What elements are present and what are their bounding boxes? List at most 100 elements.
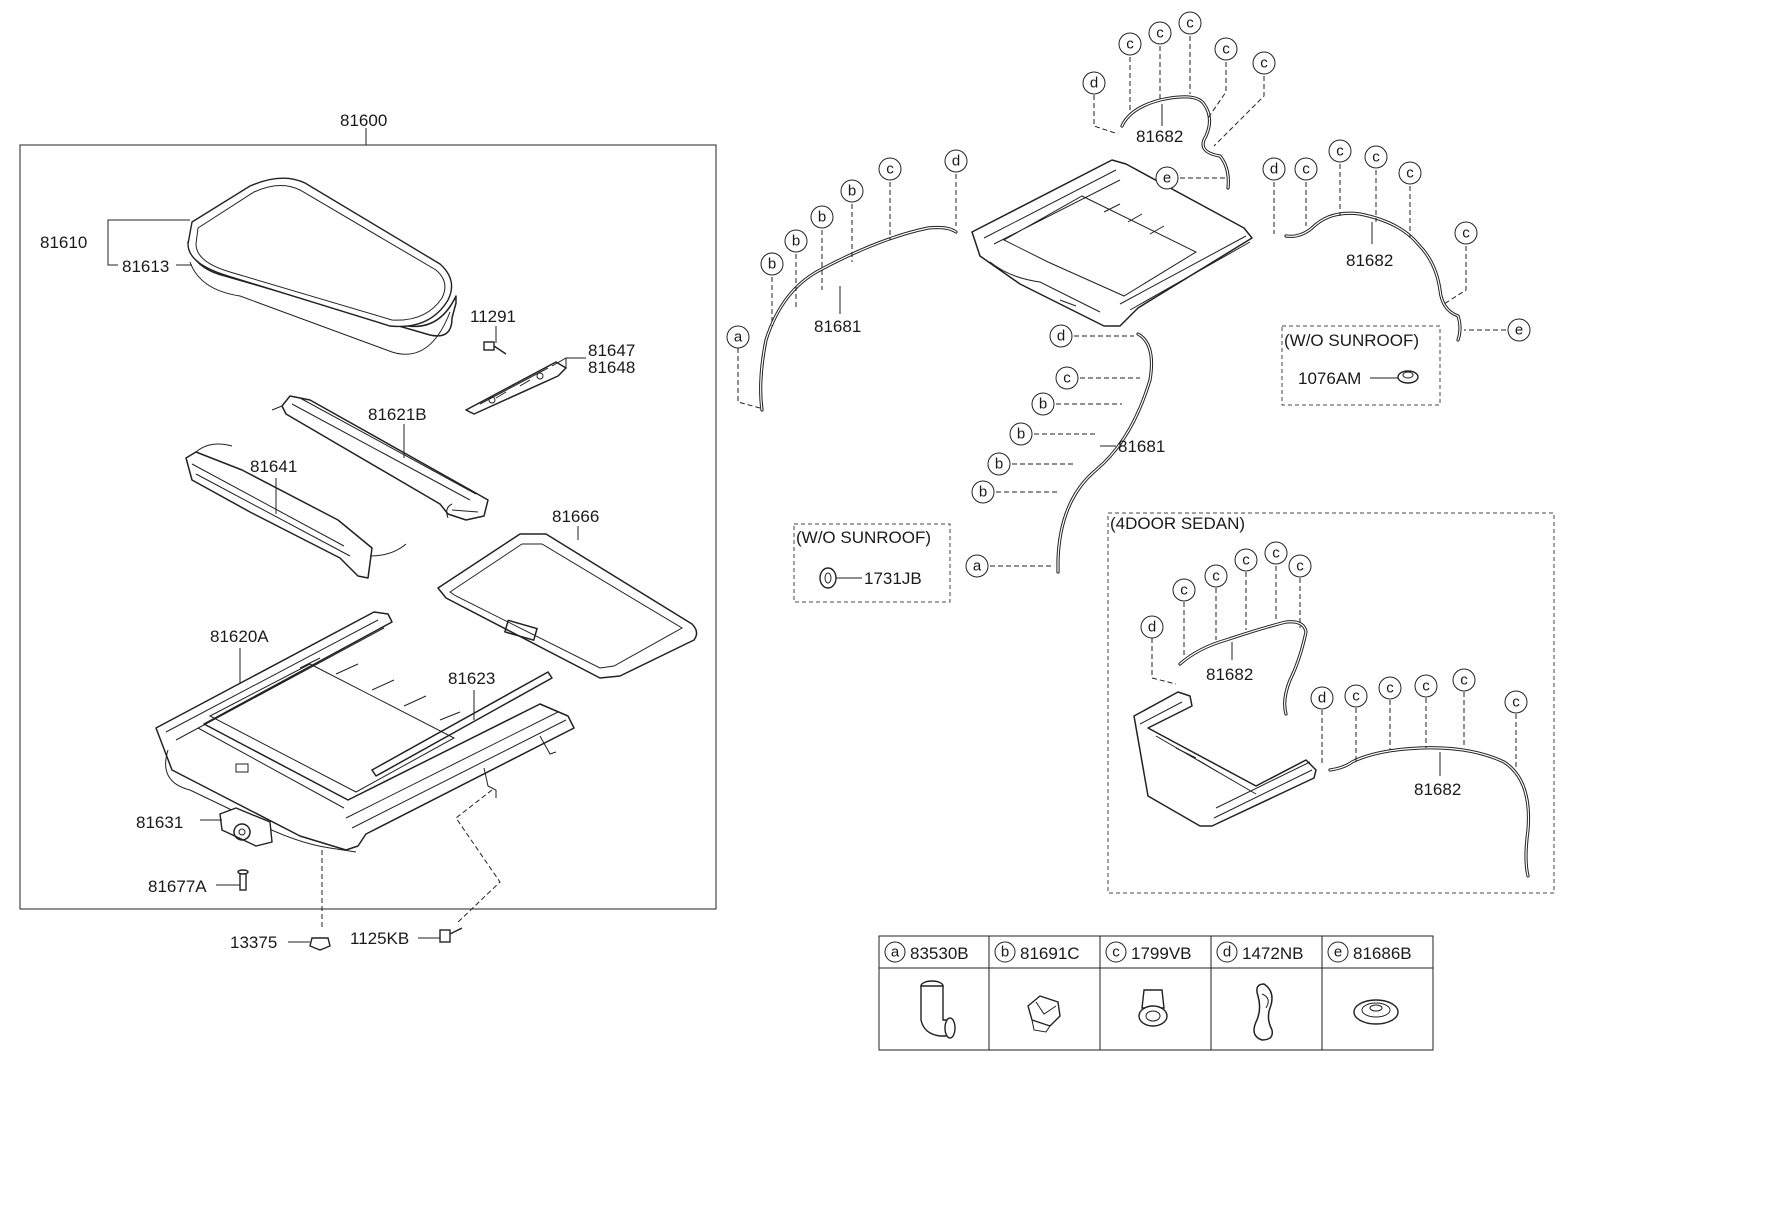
callout-b-2: b bbox=[784, 229, 808, 253]
svg-text:c: c bbox=[1302, 161, 1310, 178]
svg-text:c: c bbox=[1156, 25, 1164, 42]
wo-sunroof-box-2 bbox=[793, 523, 951, 603]
drain-hose-front-left[interactable] bbox=[759, 225, 958, 412]
sunroof-glass-panel[interactable] bbox=[187, 177, 457, 355]
label-81600[interactable]: 81600 bbox=[340, 111, 387, 130]
label-81677a[interactable]: 81677A bbox=[148, 877, 207, 896]
svg-text:c: c bbox=[1186, 15, 1194, 32]
label-81620a[interactable]: 81620A bbox=[210, 627, 269, 646]
svg-text:c: c bbox=[1460, 672, 1468, 689]
label-81647[interactable]: 81647 bbox=[588, 341, 635, 360]
svg-text:d: d bbox=[1090, 75, 1098, 92]
sunshade-panel[interactable] bbox=[437, 533, 698, 679]
sedan-frame-partial[interactable] bbox=[1133, 691, 1317, 827]
legend-cell-d: d 1472NB bbox=[1216, 941, 1303, 963]
legend-part-1472nb[interactable]: 1472NB bbox=[1242, 944, 1303, 963]
sedan-hose-right[interactable] bbox=[1328, 746, 1531, 878]
label-1076am[interactable]: 1076AM bbox=[1298, 369, 1361, 388]
sunroof-parts-diagram: 81600 81610 81613 11291 81647 81648 8162… bbox=[19, 11, 1555, 1051]
svg-text:c: c bbox=[1272, 545, 1280, 562]
wo-sunroof-title-2: (W/O SUNROOF) bbox=[796, 528, 931, 547]
drain-hose-rear-right[interactable] bbox=[1284, 211, 1462, 342]
plug-1731jb[interactable] bbox=[819, 567, 837, 589]
sedan-hose-left[interactable] bbox=[1178, 620, 1308, 716]
callout-sedan-d-2: d bbox=[1310, 686, 1334, 710]
svg-text:b: b bbox=[768, 256, 776, 273]
label-81623[interactable]: 81623 bbox=[448, 669, 495, 688]
legend-cell-e: e 81686B bbox=[1327, 941, 1412, 963]
callout-c-2: c bbox=[1118, 32, 1142, 56]
drain-hose-rear-top[interactable] bbox=[1120, 95, 1230, 190]
label-81682-right[interactable]: 81682 bbox=[1346, 251, 1393, 270]
svg-text:c: c bbox=[1462, 225, 1470, 242]
label-81621b[interactable]: 81621B bbox=[368, 405, 427, 424]
svg-text:c: c bbox=[1406, 165, 1414, 182]
callout-b-3: b bbox=[810, 205, 834, 229]
deflector-frame[interactable] bbox=[271, 395, 489, 521]
callout-d-3: d bbox=[1262, 157, 1286, 181]
callout-e-1: e bbox=[1155, 166, 1179, 190]
callout-c-11: c bbox=[1454, 221, 1478, 245]
callout-c-12: c bbox=[1055, 366, 1079, 390]
motor-screw[interactable] bbox=[237, 869, 249, 891]
nut-13375[interactable] bbox=[309, 937, 331, 951]
callout-d-1: d bbox=[944, 149, 968, 173]
callout-sedan-c-4: c bbox=[1264, 541, 1288, 565]
wind-deflector[interactable] bbox=[185, 443, 407, 579]
label-81682-sedan-right[interactable]: 81682 bbox=[1414, 780, 1461, 799]
label-81666[interactable]: 81666 bbox=[552, 507, 599, 526]
label-81648[interactable]: 81648 bbox=[588, 358, 635, 377]
callout-c-7: c bbox=[1294, 157, 1318, 181]
callout-sedan-c-8: c bbox=[1414, 674, 1438, 698]
svg-text:b: b bbox=[818, 209, 826, 226]
label-81631[interactable]: 81631 bbox=[136, 813, 183, 832]
svg-text:c: c bbox=[1296, 558, 1304, 575]
drain-hose-front-right[interactable] bbox=[1056, 332, 1154, 574]
svg-text:c: c bbox=[1386, 680, 1394, 697]
sunroof-bracket[interactable] bbox=[465, 361, 567, 415]
plug-1076am[interactable] bbox=[1397, 370, 1419, 384]
label-11291[interactable]: 11291 bbox=[470, 307, 516, 326]
wo-sunroof-box-1 bbox=[1281, 325, 1441, 406]
label-13375[interactable]: 13375 bbox=[230, 933, 277, 952]
label-81613[interactable]: 81613 bbox=[122, 257, 169, 276]
label-1125kb[interactable]: 1125KB bbox=[350, 929, 409, 948]
svg-text:b: b bbox=[1017, 426, 1025, 443]
callout-c-5: c bbox=[1214, 37, 1238, 61]
svg-text:d: d bbox=[1223, 944, 1231, 961]
sunroof-frame[interactable] bbox=[155, 611, 575, 853]
legend-part-81691c[interactable]: 81691C bbox=[1020, 944, 1080, 963]
screw-11291[interactable] bbox=[483, 341, 507, 355]
legend-cell-a: a 83530B bbox=[884, 941, 969, 963]
svg-text:c: c bbox=[1112, 944, 1120, 961]
legend-part-1799vb[interactable]: 1799VB bbox=[1131, 944, 1192, 963]
svg-text:c: c bbox=[1372, 149, 1380, 166]
callout-b-5: b bbox=[1031, 392, 1055, 416]
svg-text:c: c bbox=[886, 161, 894, 178]
drain-strip[interactable] bbox=[371, 671, 553, 777]
callout-c-1: c bbox=[878, 157, 902, 181]
label-81682-sedan-left[interactable]: 81682 bbox=[1206, 665, 1253, 684]
legend-part-81686b[interactable]: 81686B bbox=[1353, 944, 1412, 963]
legend-part-83530b[interactable]: 83530B bbox=[910, 944, 969, 963]
svg-text:d: d bbox=[1057, 328, 1065, 345]
callout-sedan-c-10: c bbox=[1504, 690, 1528, 714]
assembly-box bbox=[19, 128, 717, 910]
callout-b-7: b bbox=[987, 452, 1011, 476]
label-81641[interactable]: 81641 bbox=[250, 457, 297, 476]
clip-legend-table bbox=[878, 935, 1434, 1051]
label-81681-right[interactable]: 81681 bbox=[1118, 437, 1165, 456]
svg-text:c: c bbox=[1352, 688, 1360, 705]
callout-c-6: c bbox=[1252, 51, 1276, 75]
label-81682-top[interactable]: 81682 bbox=[1136, 127, 1183, 146]
label-1731jb[interactable]: 1731JB bbox=[864, 569, 922, 588]
callout-c-10: c bbox=[1398, 161, 1422, 185]
bolt-1125kb[interactable] bbox=[439, 927, 463, 943]
sedan-title: (4DOOR SEDAN) bbox=[1110, 514, 1245, 533]
label-81681-left[interactable]: 81681 bbox=[814, 317, 861, 336]
sunroof-motor[interactable] bbox=[219, 807, 273, 847]
label-81610[interactable]: 81610 bbox=[40, 233, 87, 252]
roof-frame-top[interactable] bbox=[971, 159, 1253, 327]
svg-text:c: c bbox=[1336, 143, 1344, 160]
svg-text:b: b bbox=[848, 183, 856, 200]
